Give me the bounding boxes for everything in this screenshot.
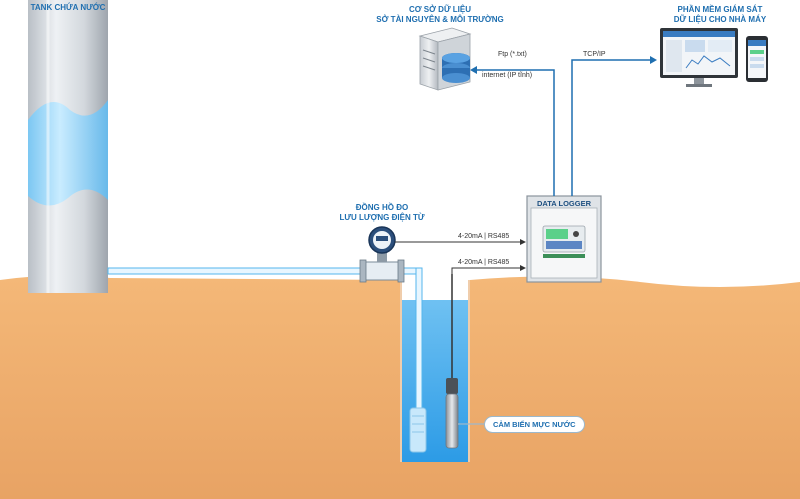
flowmeter-label-line2: LƯU LƯỢNG ĐIỆN TỪ [339,213,425,222]
database-label-line2: SỞ TÀI NGUYÊN & MÔI TRƯỜNG [376,15,504,24]
network-lines [474,59,652,196]
well-water-top [402,282,468,300]
flowmeter-signal-label: 4-20mA | RS485 [458,233,510,240]
tank-label: TANK CHỨA NƯỚC [30,3,106,12]
water-tank [28,0,108,293]
level-sensor-callout: CẢM BIẾN MỰC NƯỚC [484,416,585,433]
ground-soil [0,275,800,499]
database-server [418,27,472,91]
datalogger-label: DATA LOGGER [536,199,592,208]
ftp-link-label: Ftp (*.txt) [498,51,527,58]
data-logger-cabinet [526,195,602,283]
smartphone [746,36,768,82]
level-sensor-device [445,274,459,449]
flowmeter-label-line1: ĐỒNG HỒ ĐO [355,203,409,212]
sensor-signal-label: 4-20mA | RS485 [458,259,510,266]
flowmeter-device [359,226,405,283]
internet-link-label: internet (IP tĩnh) [482,72,533,79]
tcpip-link-label: TCP/IP [583,51,606,58]
submersible-pump [409,407,427,453]
signal-lines [395,241,522,274]
monitor [660,28,738,87]
software-label-line1: PHẦN MỀM GIÁM SÁT [677,5,763,14]
software-label-line2: DỮ LIỆU CHO NHÀ MÁY [673,15,767,24]
database-label-line1: CƠ SỞ DỮ LIỆU [408,5,472,14]
